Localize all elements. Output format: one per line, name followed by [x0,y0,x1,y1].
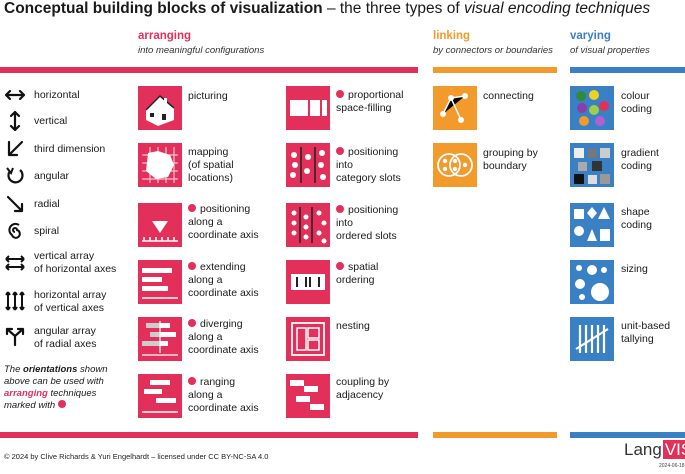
radial-arrow-icon [4,193,26,215]
gradient-coding-tile [570,143,614,187]
angular-arrow-icon [4,165,26,187]
orientations-note: The orientations shown above can be used… [4,364,108,411]
picturing-tile [138,86,182,130]
positioning-category-slots-tile [286,143,330,187]
vertical-arrow-icon [4,110,26,132]
third-dimension-icon [4,138,26,160]
unit-based-tallying-tile [570,317,614,361]
varying-subtitle: of visual properties [570,45,650,56]
label-picturing: picturing [188,90,228,102]
connecting-tile [433,86,477,130]
proportional-space-filling-tile [286,86,330,130]
copyright-footer: © 2024 by Clive Richards & Yuri Engelhar… [4,452,269,461]
varying-top-bar [570,67,685,73]
spiral-icon [4,220,26,242]
orientation-label-spiral: spiral [34,225,60,237]
marker-dot [336,205,344,213]
arranging-header: arranging [138,30,192,42]
label-connecting: connecting [483,90,534,102]
linking-header: linking [433,30,471,42]
date-stamp: 2024-06-18 [659,463,685,469]
coupling-adjacency-tile [286,374,330,418]
orientation-label-horizontal: horizontal [34,89,80,101]
sizing-tile [570,260,614,304]
label-sizing: sizing [621,263,648,275]
horizontal-arrow-icon [4,84,26,106]
linking-bottom-bar [433,432,557,438]
arranging-bottom-bar [0,432,418,438]
shape-coding-tile [570,203,614,247]
marker-dot [188,262,196,270]
marker-dot [336,147,344,155]
orientation-label-radial: radial [34,198,60,210]
marker-dot [57,400,66,408]
ranging-tile [138,374,182,418]
varying-header: varying [570,30,611,42]
colour-coding-tile [570,86,614,130]
angular-array-radial-axes-icon [4,325,26,347]
marker-dot [188,319,196,327]
positioning-coordinate-axis-tile [138,203,182,247]
orientation-label-angular: angular [34,170,70,182]
orientation-label-third-dimension: third dimension [34,143,106,155]
linking-top-bar [433,67,557,73]
mapping-tile [138,143,182,187]
linking-subtitle: by connectors or boundaries [433,45,553,56]
orientation-label-vertical: vertical [34,115,68,127]
label-nesting: nesting [336,320,370,332]
extending-tile [138,260,182,304]
diverging-tile [138,317,182,361]
nesting-tile [286,317,330,361]
positioning-ordered-slots-tile [286,203,330,247]
page-title: Conceptual building blocks of visualizat… [4,0,651,17]
marker-dot [188,377,196,385]
varying-bottom-bar [570,432,685,438]
marker-dot [336,90,344,98]
grouping-boundary-tile [433,143,477,187]
vertical-array-horizontal-axes-icon [4,252,26,274]
marker-dot [336,262,344,270]
horizontal-array-vertical-axes-icon [4,290,26,312]
arranging-subtitle: into meaningful configurations [138,45,265,56]
marker-dot [188,204,196,212]
arranging-top-bar [0,67,418,73]
spatial-ordering-tile [286,260,330,304]
langvis-logo: LangVIS [624,440,685,460]
